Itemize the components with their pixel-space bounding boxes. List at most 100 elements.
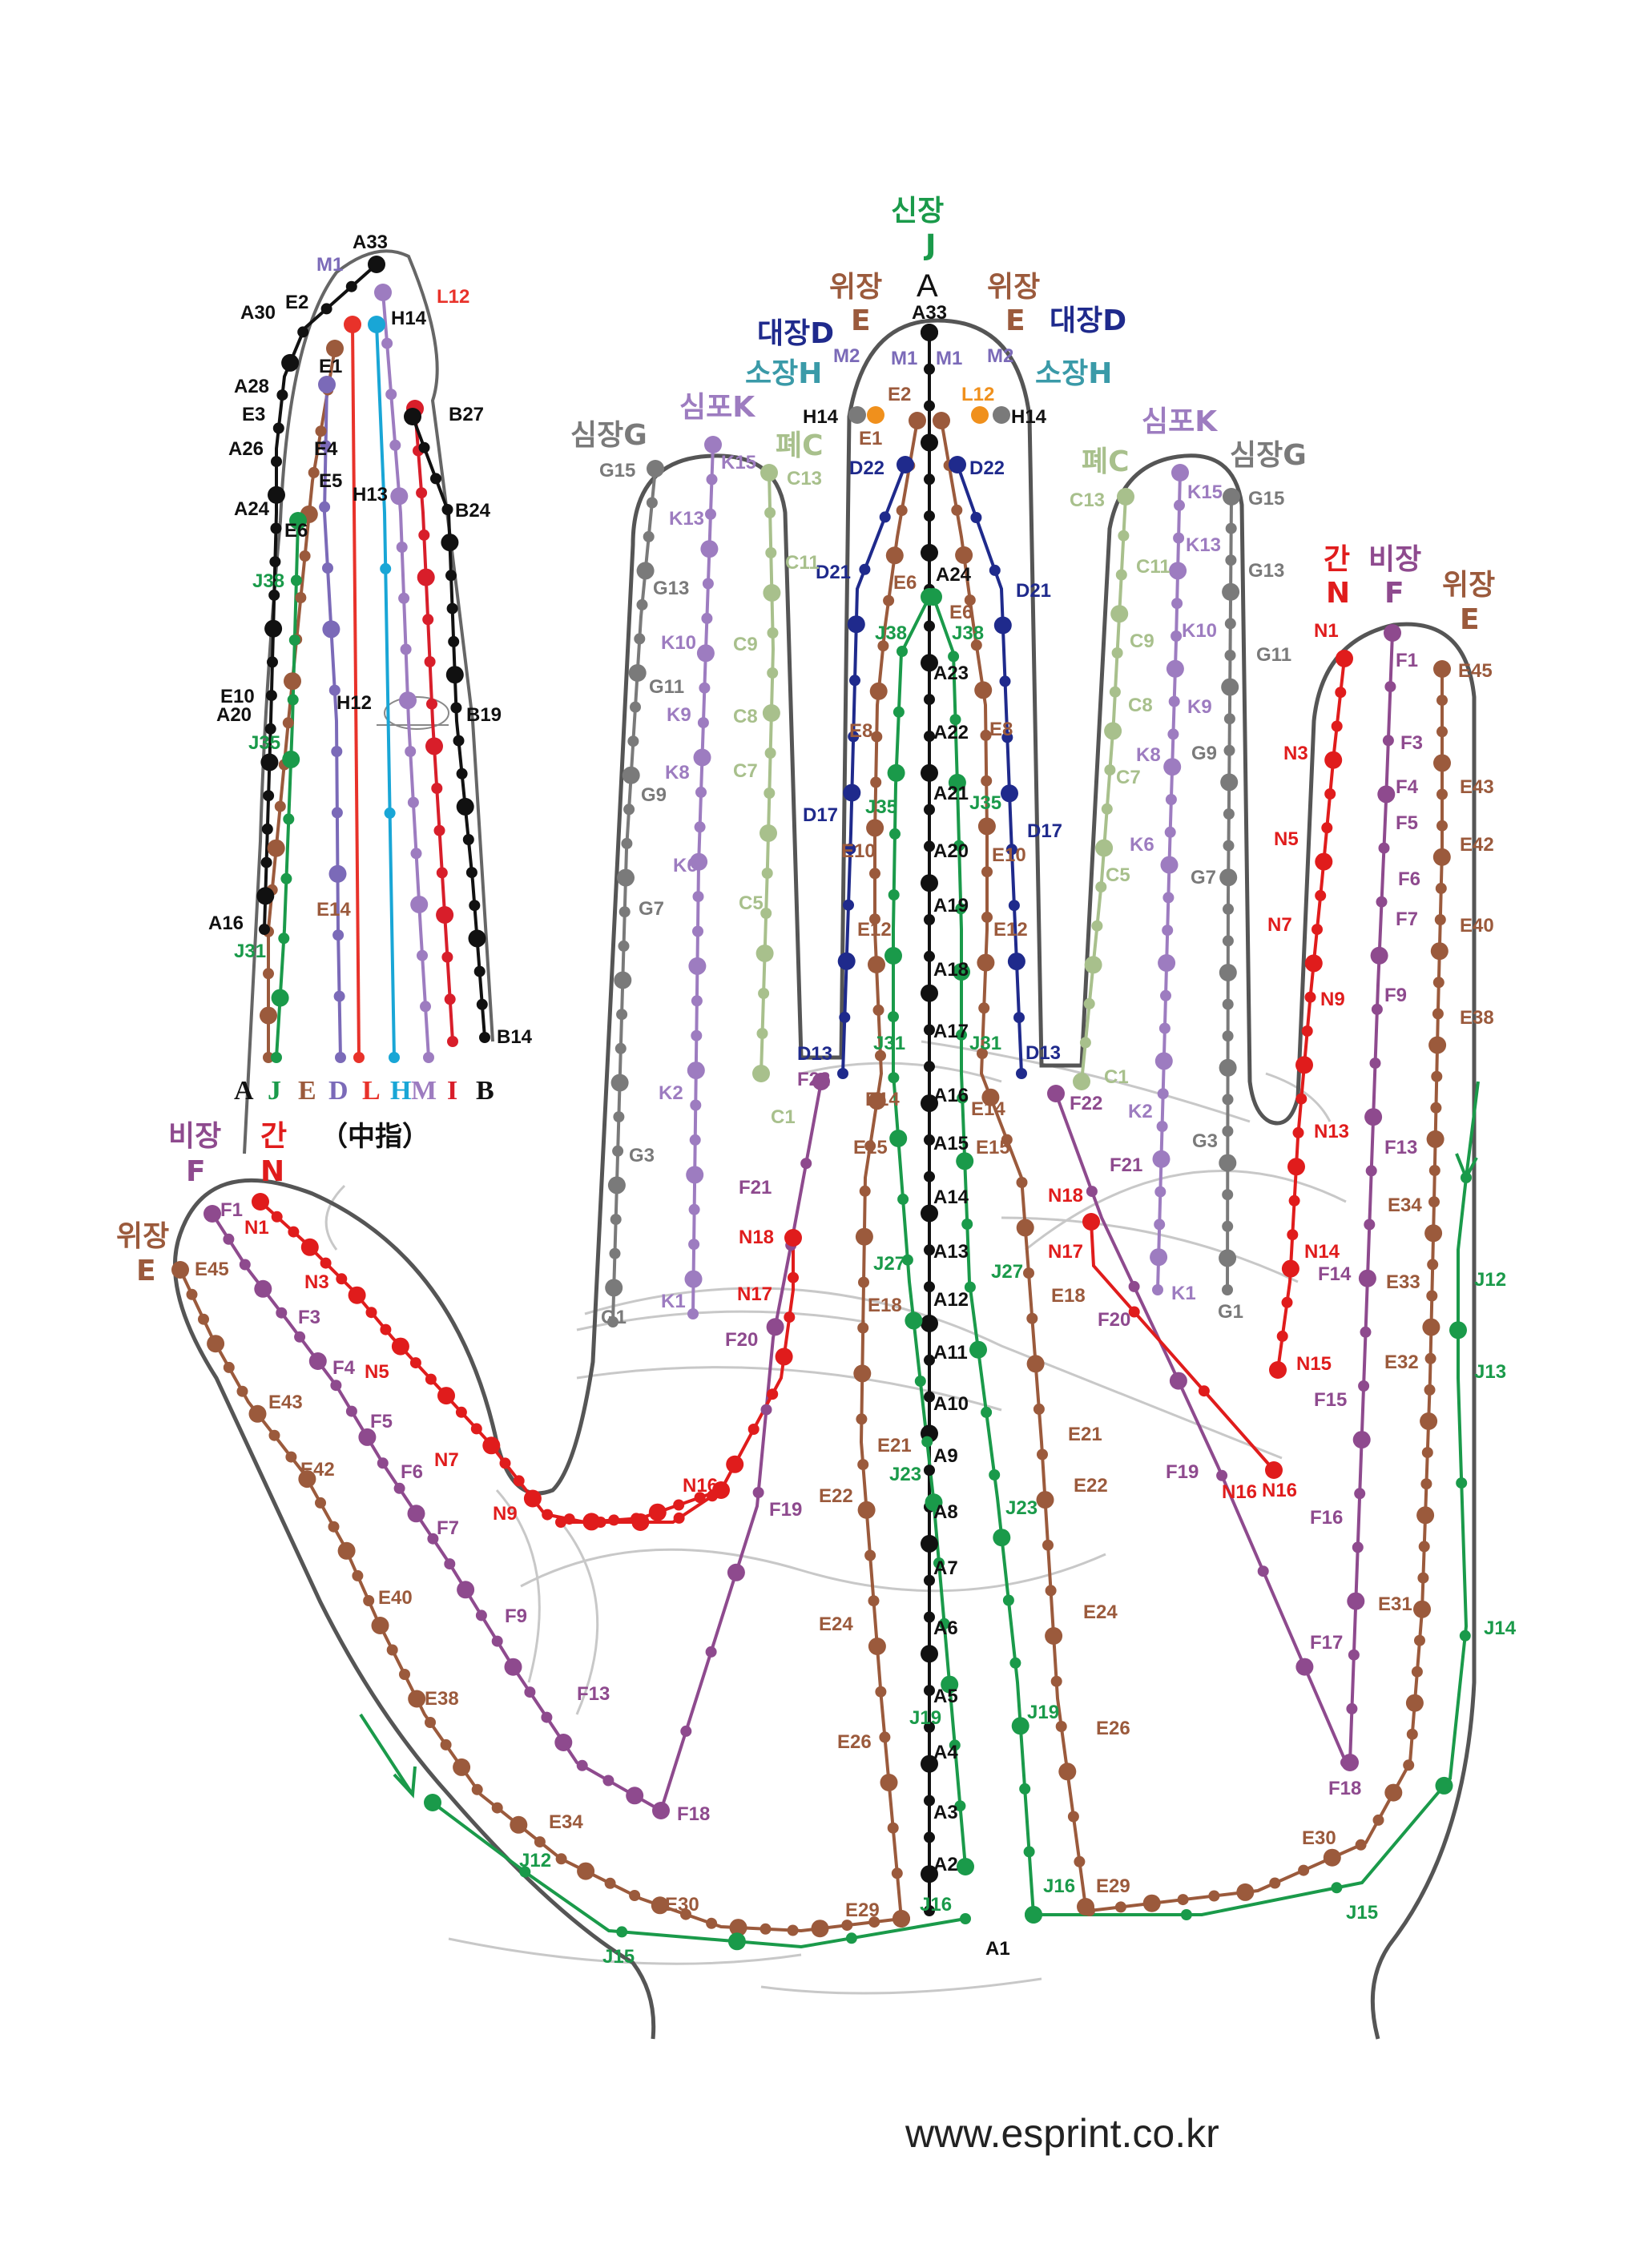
acupoint-G-ring bbox=[1219, 1154, 1237, 1172]
acupoint-F-ring bbox=[1169, 1372, 1187, 1390]
acupoint-A-center bbox=[924, 950, 935, 962]
inset-line-K bbox=[381, 292, 430, 1058]
acupoint-G-ring bbox=[1225, 554, 1237, 566]
inset-point-B bbox=[476, 998, 488, 1010]
acupoint-N-thumb bbox=[365, 1307, 377, 1319]
acupoint-E-pinky bbox=[1406, 1728, 1418, 1740]
acupoint-E-thumb bbox=[868, 1916, 880, 1928]
acupoint-F-pinky bbox=[1346, 1702, 1358, 1714]
inset-label-J35: J35 bbox=[248, 732, 280, 754]
acupoint-N-thumb bbox=[455, 1406, 467, 1418]
acupoint-F-thumb bbox=[491, 1635, 503, 1647]
inset-point-A bbox=[260, 856, 272, 868]
acupoint-G-ring bbox=[1222, 1284, 1233, 1295]
acupoint-G-ring bbox=[1223, 744, 1235, 756]
label-G13: G13 bbox=[653, 578, 689, 599]
acupoint-N-index bbox=[555, 1517, 566, 1528]
acupoint-D-right bbox=[1001, 731, 1013, 743]
inset-point-B bbox=[462, 834, 474, 845]
acupoint-K-index bbox=[705, 508, 716, 520]
inset-point-A bbox=[320, 303, 332, 315]
inset-point-I bbox=[441, 951, 453, 963]
label-A14: A14 bbox=[933, 1186, 969, 1208]
acupoint-A-center bbox=[921, 543, 938, 562]
acupoint-C-ring bbox=[1115, 569, 1127, 581]
acupoint-E-mid-left bbox=[887, 1822, 899, 1834]
acupoint-F-pinky bbox=[1347, 1592, 1365, 1610]
inset-point-B bbox=[441, 534, 459, 552]
acupoint-E-mid-right bbox=[1067, 1811, 1079, 1823]
label-G7: G7 bbox=[639, 898, 664, 920]
acupoint-N-index bbox=[673, 1512, 685, 1524]
acupoint-G-index bbox=[616, 1009, 628, 1021]
inset-label-A30: A30 bbox=[240, 302, 276, 324]
acupoint-N-pinky bbox=[1281, 1259, 1299, 1278]
heart-left: 심장G bbox=[570, 419, 647, 452]
label-E30: E30 bbox=[1302, 1827, 1336, 1849]
acupoint-E-thumb bbox=[171, 1261, 189, 1279]
acupoint-E-thumb bbox=[577, 1862, 595, 1880]
acupoint-G-ring bbox=[1222, 1126, 1234, 1137]
acupoint-K-index bbox=[701, 612, 713, 624]
acupoint-E-mid-right bbox=[1045, 1627, 1063, 1645]
acupoint-J-left bbox=[897, 646, 908, 657]
label-E22: E22 bbox=[819, 1485, 853, 1507]
acupoint-N-pinky bbox=[1315, 852, 1333, 871]
inset-point-K bbox=[399, 691, 417, 710]
acupoint-C-ring bbox=[1117, 488, 1134, 506]
acupoint-N-thumb bbox=[631, 1513, 643, 1525]
acupoint-E-thumb bbox=[328, 1521, 340, 1533]
acupoint-J-right bbox=[969, 1340, 987, 1359]
acupoint-N-pinky bbox=[1315, 889, 1327, 901]
label-A22: A22 bbox=[933, 722, 969, 743]
acupoint-E-mid-left bbox=[870, 776, 882, 788]
inset-point-K bbox=[423, 1052, 434, 1063]
acupoint-N-thumb bbox=[380, 1323, 392, 1336]
acupoint-E-pinky bbox=[1114, 1901, 1126, 1913]
label-K13: K13 bbox=[669, 508, 704, 530]
acupoint-E-thumb bbox=[534, 1836, 546, 1848]
acupoint-F-ring bbox=[1340, 1757, 1352, 1768]
label-E2: E2 bbox=[888, 384, 911, 405]
acupoint-F-pinky bbox=[1377, 785, 1396, 804]
inset-point-E bbox=[274, 800, 286, 812]
inset-point-B bbox=[430, 473, 441, 485]
label-J16: J16 bbox=[920, 1894, 952, 1916]
acupoint-E-mid-left bbox=[857, 1501, 876, 1519]
acupoint-K-ring bbox=[1154, 1186, 1166, 1198]
label-C9: C9 bbox=[1130, 630, 1154, 652]
acupoint-G-index bbox=[610, 1074, 629, 1092]
label-D21: D21 bbox=[1016, 580, 1051, 602]
acupoint-G-ring bbox=[1222, 1030, 1234, 1042]
label-C11: C11 bbox=[1136, 556, 1171, 578]
acupoint-K-index bbox=[695, 786, 707, 798]
acupoint-F-thumb bbox=[475, 1609, 487, 1622]
inset-point-K bbox=[396, 542, 408, 553]
acupoint-F-thumb bbox=[239, 1259, 251, 1271]
acupoint-E-mid-left bbox=[858, 1276, 869, 1288]
acupoint-K-index bbox=[706, 473, 718, 485]
label-A19: A19 bbox=[933, 895, 969, 917]
acupoint-F-pinky bbox=[1358, 1380, 1370, 1392]
acupoint-E-mid-left bbox=[879, 1731, 891, 1743]
label-G7: G7 bbox=[1191, 867, 1216, 888]
acupoint-F-pinky bbox=[1365, 1165, 1377, 1177]
inset-label-B27: B27 bbox=[449, 404, 484, 425]
acupoint-G-ring bbox=[1224, 618, 1236, 630]
acupoint-D-right bbox=[1007, 953, 1025, 971]
acupoint-J-right bbox=[949, 714, 961, 726]
acupoint-E-pinky bbox=[1436, 820, 1448, 832]
acupoint-K-index bbox=[700, 540, 719, 558]
inset-point-A bbox=[272, 422, 284, 434]
label-N18: N18 bbox=[1048, 1185, 1083, 1207]
kidney-label: 신장 bbox=[891, 195, 944, 228]
acupoint-N-thumb bbox=[409, 1357, 421, 1369]
acupoint-J-bottom-left bbox=[424, 1794, 441, 1811]
label-F7: F7 bbox=[1396, 908, 1418, 930]
meridian-E-pinky bbox=[1089, 669, 1444, 1912]
label-A15: A15 bbox=[933, 1133, 969, 1154]
acupoint-F-thumb bbox=[407, 1505, 425, 1523]
label-N14: N14 bbox=[1304, 1241, 1340, 1263]
